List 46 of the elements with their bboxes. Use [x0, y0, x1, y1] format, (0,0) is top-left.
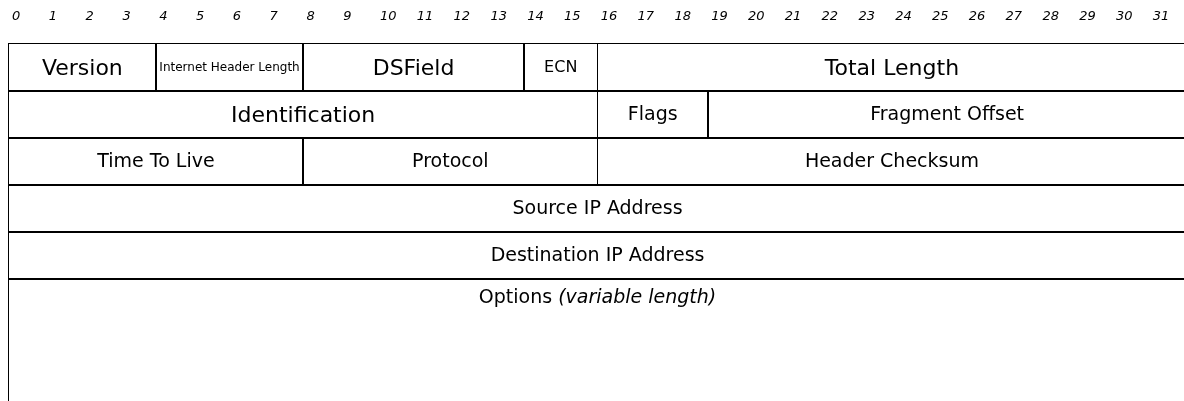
field-name: Time To Live	[97, 151, 215, 172]
bit-number: 15	[564, 8, 581, 23]
bit-number: 13	[490, 8, 507, 23]
bit-number: 27	[1005, 8, 1023, 23]
bit-number: 0	[12, 8, 21, 23]
bit-number: 11	[416, 8, 434, 23]
bit-number: 12	[453, 8, 471, 23]
bit-number: 5	[196, 8, 205, 23]
field-name: Destination IP Address	[490, 245, 705, 266]
field-name: Internet Header Length	[159, 60, 300, 74]
bit-number: 2	[85, 8, 94, 23]
field-name: Identification	[231, 102, 376, 126]
bit-number: 21	[784, 8, 802, 23]
bit-number: 7	[269, 8, 278, 23]
bit-number: 9	[343, 8, 352, 23]
bit-number: 19	[711, 8, 728, 23]
bit-number: 1	[48, 8, 58, 23]
field-name: Options (variable length)	[478, 287, 717, 307]
bit-number: 30	[1116, 8, 1133, 23]
bit-number: 3	[122, 8, 131, 23]
bit-number: 23	[858, 8, 875, 23]
bit-number: 28	[1042, 8, 1059, 23]
field-name: Fragment Offset	[870, 104, 1025, 125]
bit-number: 18	[674, 8, 691, 23]
bit-number: 25	[932, 8, 949, 23]
bit-number: 6	[232, 8, 242, 23]
bit-number: 22	[821, 8, 839, 23]
field-name: Header Checksum	[804, 151, 979, 172]
bit-number: 20	[748, 8, 765, 23]
field-name: Flags	[627, 104, 678, 125]
bit-number: 14	[527, 8, 544, 23]
field-name: Protocol	[412, 151, 489, 172]
bit-number: 24	[895, 8, 912, 23]
field-name: Source IP Address	[512, 198, 683, 219]
bit-number: 4	[159, 8, 168, 23]
field-name: Total Length	[824, 55, 960, 79]
bit-number: 29	[1079, 8, 1096, 23]
bit-number: 31	[1152, 8, 1170, 23]
field-name: ECN	[544, 58, 578, 76]
bit-number: 10	[380, 8, 397, 23]
bit-number: 16	[600, 8, 618, 23]
bit-number: 26	[968, 8, 986, 23]
field-name: DSField	[372, 55, 455, 79]
bit-number: 8	[306, 8, 315, 23]
field-name: Version	[41, 55, 123, 79]
bit-number: 17	[637, 8, 655, 23]
